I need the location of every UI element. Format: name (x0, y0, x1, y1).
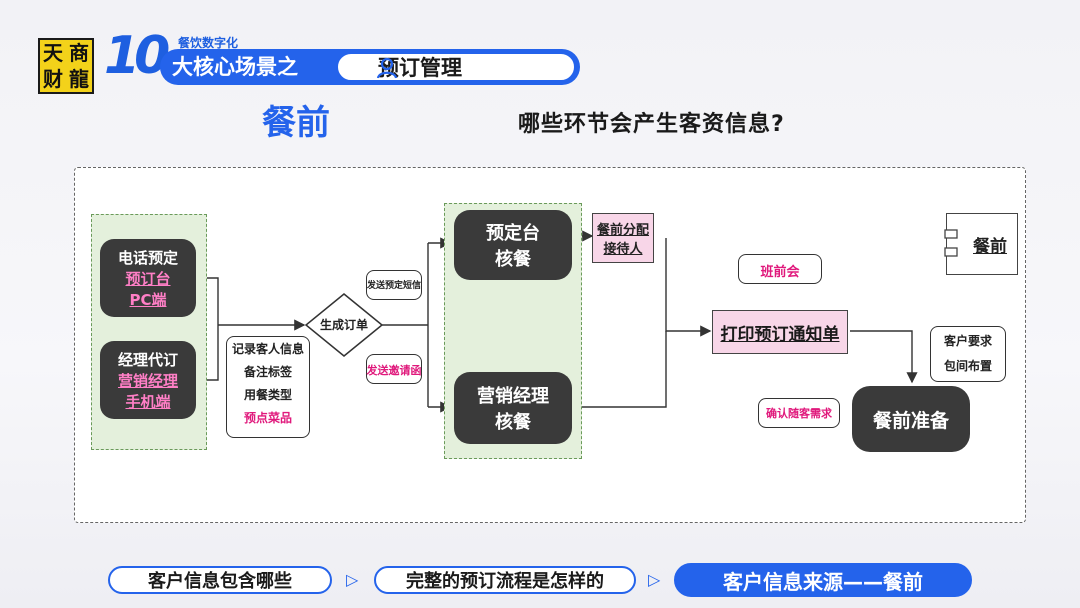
customer-req-bracket (930, 326, 1006, 382)
generate-order-diamond (304, 293, 384, 357)
desk-check-line2: 核餐 (495, 249, 531, 270)
nav-item-booking-flow[interactable]: 完整的预订流程是怎样的 (374, 566, 636, 594)
logo-char: 商 (69, 41, 89, 65)
manager-check-line2: 核餐 (495, 412, 531, 433)
record-info-item: 记录客人信息 (231, 342, 304, 356)
record-info-list: 记录客人信息 备注标签 用餐类型 预点菜品 (230, 340, 306, 426)
manager-booking-line1: 营销经理 (117, 371, 178, 390)
phone-booking-line2: PC端 (129, 290, 167, 309)
brand-subtitle: 餐饮数字化 (178, 36, 239, 50)
question-text: 哪些环节会产生客资信息? (518, 112, 785, 137)
desk-check-box: 预定台 核餐 (454, 210, 572, 280)
record-info-bracket (226, 336, 310, 438)
nav-arrow-icon: ▷ (648, 570, 661, 589)
logo-char: 龍 (69, 67, 89, 91)
confirm-needs-bracket (758, 398, 840, 428)
assign-host-box: 餐前分配 接待人 (592, 213, 654, 263)
title-left: 大核心场景之 (172, 55, 298, 79)
legend-label: 餐前 (973, 236, 1007, 257)
manager-booking-title: 经理代订 (117, 350, 178, 369)
big-number: 10 (104, 26, 170, 86)
prep-label: 餐前准备 (872, 409, 949, 432)
section-title: 餐前 (262, 103, 330, 143)
confirm-needs-label: 确认随客需求 (766, 407, 832, 420)
print-notice-label: 打印预订通知单 (720, 324, 840, 345)
phone-booking-box: 电话预定 预订台 PC端 (100, 239, 196, 317)
prep-box: 餐前准备 (852, 386, 970, 452)
record-info-item: 用餐类型 (243, 388, 292, 402)
send-sms-bracket (366, 270, 422, 300)
desk-check-line1: 预定台 (486, 223, 540, 244)
shift-meeting-bracket (738, 254, 822, 284)
logo-char: 财 (43, 67, 63, 91)
manager-check-box: 营销经理 核餐 (454, 372, 572, 444)
send-invite-label: 发送邀请函 (366, 364, 422, 377)
manager-booking-box: 经理代订 营销经理 手机端 (100, 341, 196, 419)
nav-item-customer-info[interactable]: 客户信息包含哪些 (108, 566, 332, 594)
print-notice-box: 打印预订通知单 (712, 310, 848, 354)
send-invite-bracket (366, 354, 422, 384)
shift-meeting-label: 班前会 (760, 265, 800, 280)
customer-req-item: 客户要求 (943, 334, 992, 348)
component-icon (944, 229, 958, 257)
title-right: 预订管理 (378, 56, 462, 80)
phone-booking-title: 电话预定 (117, 248, 178, 267)
logo-char: 天 (43, 41, 63, 65)
record-info-item: 预点菜品 (243, 411, 292, 425)
assign-host-line1: 餐前分配 (596, 223, 649, 238)
phone-booking-line1: 预订台 (125, 269, 171, 288)
legend-box: 餐前 (946, 213, 1018, 275)
customer-req-item: 包间布置 (943, 359, 992, 373)
generate-order-label: 生成订单 (319, 318, 368, 332)
user-icon (376, 57, 398, 79)
nav-arrow-icon: ▷ (346, 570, 359, 589)
title-right-pill: 预订管理 (336, 52, 576, 82)
brand-logo: 天 商 财 龍 (38, 38, 94, 94)
assign-host-line2: 接待人 (603, 242, 643, 257)
record-info-item: 备注标签 (243, 365, 292, 379)
customer-req-list: 客户要求 包间布置 (930, 332, 1006, 374)
nav-item-info-source[interactable]: 客户信息来源——餐前 (674, 563, 972, 597)
send-sms-label: 发送预定短信 (366, 281, 421, 291)
manager-check-line1: 营销经理 (477, 386, 549, 407)
manager-booking-line2: 手机端 (125, 392, 171, 411)
